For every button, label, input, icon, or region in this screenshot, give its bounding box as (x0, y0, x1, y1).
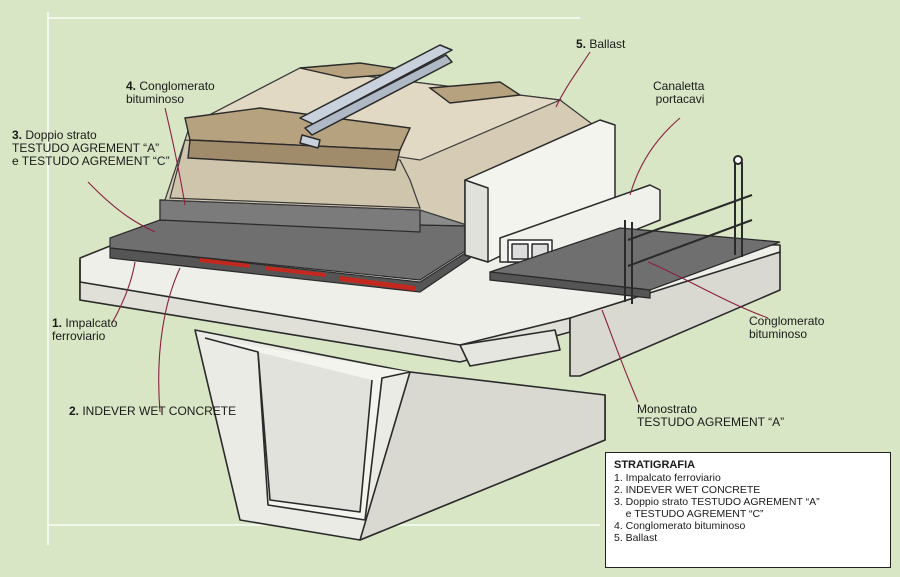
legend-item: e TESTUDO AGREMENT “C” (614, 508, 764, 520)
stratigrafia-legend: STRATIGRAFIA 1. Impalcato ferroviario 2.… (605, 452, 891, 568)
callout-monostrato: Monostrato TESTUDO AGREMENT “A” (637, 402, 785, 429)
callout-impalcato: 1. Impalcato ferroviario (52, 316, 118, 343)
sleepers (184, 62, 523, 171)
curb-and-channel (464, 119, 661, 263)
legend-item: 1. Impalcato ferroviario (614, 472, 721, 484)
legend-item: 4. Conglomerato bituminoso (614, 520, 746, 532)
leader-lines (87, 51, 769, 413)
railing (624, 155, 753, 304)
box-girder (194, 329, 606, 541)
callout-conglomerato-left: 4. Conglomerato bituminoso (126, 79, 215, 106)
legend-item: 2. INDEVER WET CONCRETE (614, 484, 761, 496)
legend-item: 5. Ballast (614, 532, 658, 544)
callout-indever: 2. INDEVER WET CONCRETE (69, 404, 237, 418)
callout-canaletta: Canaletta portacavi (653, 79, 705, 106)
legend-title: STRATIGRAFIA (614, 459, 696, 471)
callout-conglomerato-right: Conglomerato bituminoso (749, 314, 825, 341)
rail (299, 44, 453, 149)
right-walkway (489, 227, 781, 299)
callout-ballast: 5. Ballast (576, 37, 626, 51)
legend-item: 3. Doppio strato TESTUDO AGREMENT “A” (614, 496, 820, 508)
callout-testudo-double: 3. Doppio strato TESTUDO AGREMENT “A” e … (12, 128, 170, 168)
